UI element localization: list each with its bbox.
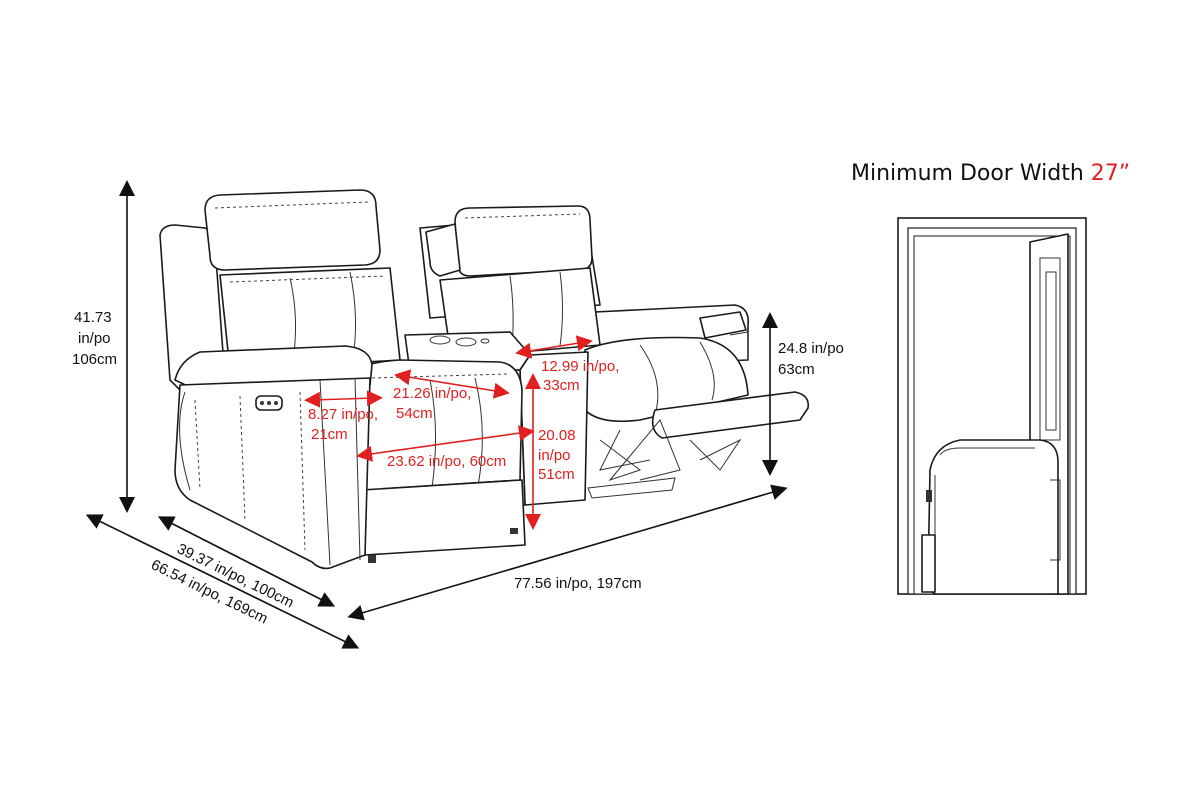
seat-depth-inches-label: 21.26 in/po, [393, 385, 471, 402]
seat-height-inches-label: 20.08 [538, 427, 576, 444]
console-width-inches-label: 12.99 in/po, [541, 358, 619, 375]
console-width-cm-label: 33cm [543, 377, 580, 394]
arm-height-cm-label: 63cm [778, 361, 815, 378]
interior-dimension-arrows [304, 335, 593, 530]
height-inches-label: 41.73 [74, 309, 112, 326]
sofa-illustration [159, 189, 810, 570]
arm-height-inches-label: 24.8 in/po [778, 340, 844, 357]
door-width-title: Minimum Door Width 27” [851, 161, 1130, 186]
seat-height-cm-label: 51cm [538, 466, 575, 483]
arm-width-cm-label: 21cm [311, 426, 348, 443]
seat-height-unit-label: in/po [538, 447, 571, 464]
door-frame-illustration [897, 217, 1087, 595]
seat-width-label: 23.62 in/po, 60cm [387, 453, 506, 470]
door-width-title-prefix: Minimum Door Width [851, 161, 1091, 186]
height-cm-label: 106cm [72, 351, 117, 368]
overall-dimension-arrows [85, 180, 788, 649]
door-width-value: 27” [1091, 161, 1130, 186]
overall-width-label: 77.56 in/po, 197cm [514, 575, 642, 592]
seat-depth-cm-label: 54cm [396, 405, 433, 422]
height-unit-label: in/po [78, 330, 111, 347]
arm-width-inches-label: 8.27 in/po, [308, 406, 378, 423]
